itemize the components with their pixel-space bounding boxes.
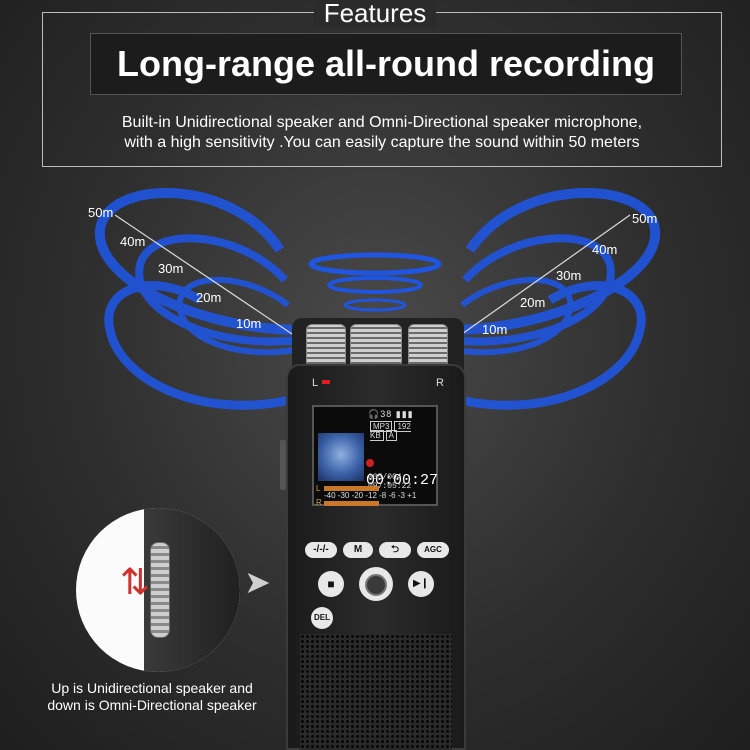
distance-right-20m: 20m [520,295,546,310]
center-microphone [350,324,402,368]
distance-left-20m: 20m [196,290,222,305]
distance-left-50m: 50m [88,205,114,220]
switch-caption: Up is Unidirectional speaker and down is… [22,680,282,714]
right-wave-lobe [449,187,661,410]
m-button[interactable]: M [343,542,373,558]
features-title: Features [0,0,750,28]
menu-button[interactable]: -/-/- [305,542,337,558]
meter-right-bar [324,501,379,506]
description: Built-in Unidirectional speaker and Omni… [42,113,722,153]
record-icon [365,573,387,596]
left-wave-lobe [94,187,301,410]
right-channel-label: R [436,377,444,389]
format-label: MP3 [370,421,393,432]
repeat-button[interactable]: ⮌ [379,542,411,558]
distance-lines [114,214,631,335]
up-down-arrows-icon: ⇅ [120,561,151,602]
left-microphone [306,324,346,368]
speaker-grill [300,634,452,750]
file-counter: 005/004 097:05:22 [368,473,412,491]
distance-right-50m: 50m [632,211,658,226]
distance-right-30m: 30m [556,268,582,283]
distance-left-10m: 10m [236,316,262,331]
distance-right-10m: 10m [482,322,508,337]
left-channel-label: L [312,377,319,389]
mode-label: A [385,430,398,441]
distance-left-30m: 30m [158,261,184,276]
status-bar: 🎧38 ▮▮▮ [368,409,414,420]
distance-right-40m: 40m [592,242,618,257]
bitrate-label: 192 KB [370,421,411,441]
direction-switch[interactable] [150,542,170,638]
headline: Long-range all-round recording [90,33,682,95]
side-switch[interactable] [280,440,286,490]
caption-line-1: Up is Unidirectional speaker and [51,680,253,696]
description-line-1: Built-in Unidirectional speaker and Omni… [121,114,643,131]
headphone-icon: 🎧 [368,409,381,419]
meter-left-label: L [316,484,321,493]
record-button[interactable] [359,567,393,601]
description-line-2: with a high sensitivity .You can easily … [124,134,640,151]
battery-icon: ▮▮▮ [395,409,414,419]
right-microphone [408,324,448,368]
meter-left-bar [324,486,379,491]
stop-button[interactable]: ■ [318,571,344,597]
delete-button[interactable]: DEL [311,607,333,629]
record-led [322,380,330,384]
top-wave-rings [308,252,442,312]
play-pause-button[interactable]: ▶❙ [408,571,434,597]
volume-level: 38 [380,409,393,419]
meter-right-label: R [316,498,322,507]
caption-line-2: down is Omni-Directional speaker [47,697,257,713]
agc-button[interactable]: AGC [417,542,449,558]
recording-time: 00:00:27 [366,455,438,489]
microphone-icon [318,433,364,481]
distance-left-40m: 40m [120,234,146,249]
switch-zoom-detail: ⇅ [76,508,240,672]
meter-scale: -40 -30 -20 -12 -8 -6 -3 +1 [324,491,417,500]
pointer-arrow-icon: ➤ [244,564,271,600]
